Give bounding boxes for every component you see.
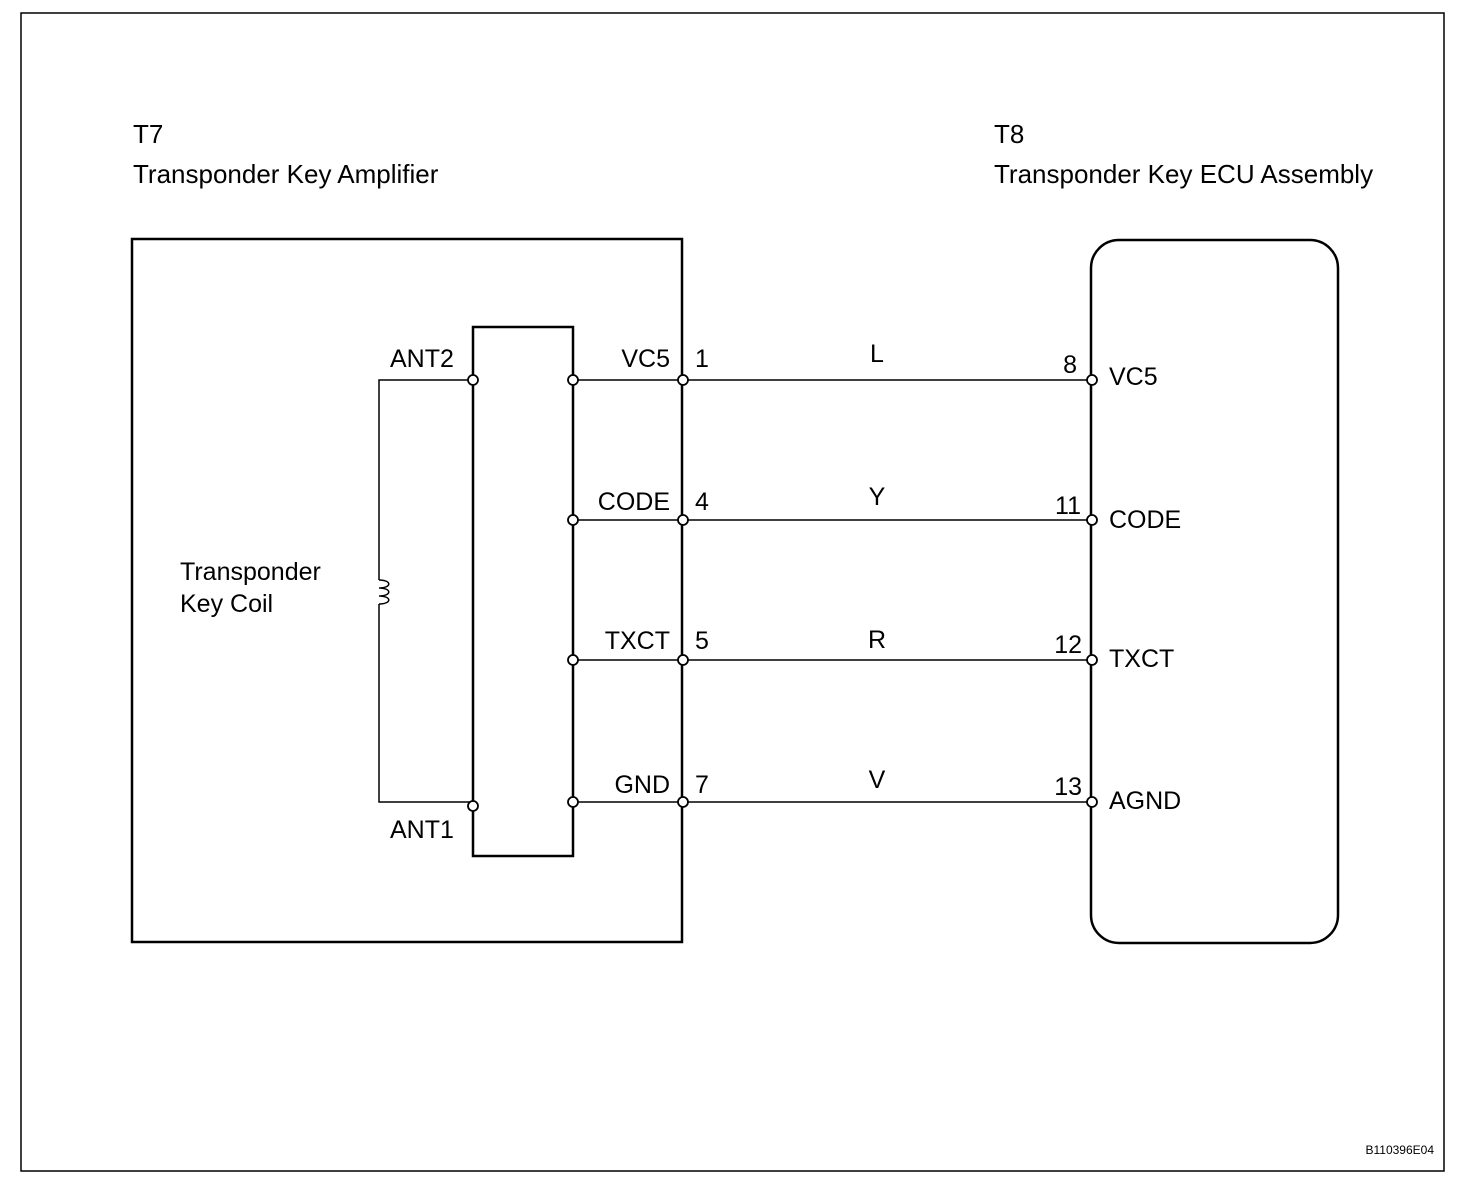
right-terminal-label: VC5 <box>1109 363 1158 391</box>
left-pin-number: 5 <box>695 627 709 655</box>
wire-color-label: V <box>869 766 886 794</box>
wire-color-label: L <box>870 340 884 368</box>
right-pin-number: 8 <box>1063 351 1077 379</box>
right-component-code: T8 <box>994 119 1024 149</box>
left-pin-number: 4 <box>695 488 709 516</box>
wire-row-vc5: VC5 1 L 8 VC5 <box>567 340 1158 391</box>
right-terminal-label: CODE <box>1109 506 1181 534</box>
ant2-label: ANT2 <box>390 345 454 373</box>
wire-row-txct: TXCT 5 R 12 TXCT <box>567 626 1174 673</box>
figure-id: B110396E04 <box>1365 1143 1434 1157</box>
left-terminal-label: GND <box>614 771 670 799</box>
ant2-pin <box>467 374 479 386</box>
right-pin-number: 12 <box>1054 631 1082 659</box>
coil-label-line2: Key Coil <box>180 590 273 618</box>
left-pin-number: 7 <box>695 771 709 799</box>
coil-label-line1: Transponder <box>180 558 321 586</box>
wire-color-label: R <box>868 626 886 654</box>
right-terminal-label: TXCT <box>1109 645 1174 673</box>
ant1-pin <box>467 800 479 812</box>
amplifier-inner-module <box>471 325 575 858</box>
left-pin-number: 1 <box>695 345 709 373</box>
wire-row-gnd: GND 7 V 13 AGND <box>567 766 1181 815</box>
left-terminal-label: CODE <box>598 488 670 516</box>
right-pin-number: 13 <box>1054 773 1082 801</box>
amplifier-box <box>130 237 684 944</box>
wire-row-code: CODE 4 Y 11 CODE <box>567 483 1181 534</box>
left-terminal-label: TXCT <box>605 627 670 655</box>
left-terminal-label: VC5 <box>621 345 670 373</box>
wire-color-label: Y <box>869 483 886 511</box>
right-terminal-label: AGND <box>1109 787 1181 815</box>
left-component-name: Transponder Key Amplifier <box>133 159 439 189</box>
right-component-name: Transponder Key ECU Assembly <box>994 159 1373 189</box>
ecu-box <box>1089 238 1340 945</box>
left-component-code: T7 <box>133 119 163 149</box>
diagram-border <box>20 12 1445 1172</box>
ant1-label: ANT1 <box>390 816 454 844</box>
right-pin-number: 11 <box>1055 492 1081 520</box>
coil-icon <box>378 579 390 605</box>
coil-circuit <box>378 374 479 812</box>
